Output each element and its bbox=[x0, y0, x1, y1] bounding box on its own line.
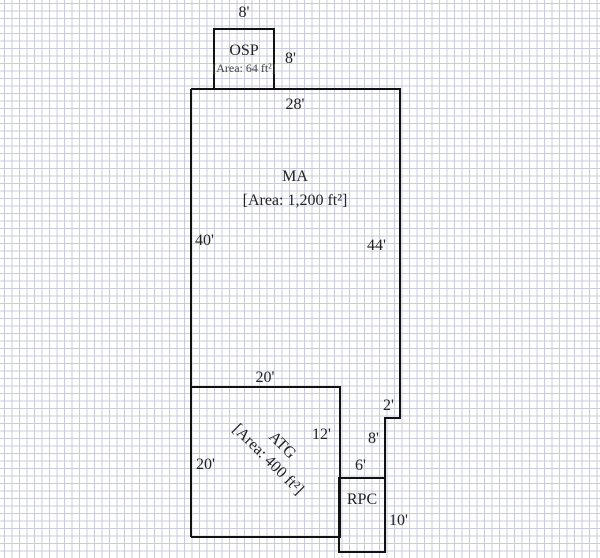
osp-outline bbox=[213, 28, 275, 90]
osp-area: [Area: 64 ft²] bbox=[212, 61, 276, 75]
osp-width-dim: 8' bbox=[239, 4, 250, 21]
ma-left-dim: 40' bbox=[195, 232, 214, 249]
atg-right-dim: 12' bbox=[312, 426, 331, 443]
ma-area: [Area: 1,200 ft²] bbox=[243, 192, 348, 209]
rpc-height-dim: 10' bbox=[389, 512, 408, 529]
rpc-label: RPC bbox=[347, 491, 377, 508]
atg-left-dim: 20' bbox=[196, 456, 215, 473]
atg-outline bbox=[191, 386, 341, 538]
rpc-outline bbox=[338, 477, 386, 553]
osp-label: OSP bbox=[229, 42, 258, 59]
ma-label: MA bbox=[282, 168, 308, 185]
ma-right-dim: 44' bbox=[367, 237, 386, 254]
ma-step-dim: 2' bbox=[383, 397, 394, 414]
ma-bottom-dim: 6' bbox=[355, 457, 366, 474]
osp-height-dim: 8' bbox=[285, 50, 296, 67]
ma-outline bbox=[190, 88, 401, 537]
atg-area: [Area: 400 ft²] bbox=[229, 421, 307, 499]
ma-notch-dim: 8' bbox=[368, 430, 379, 447]
ma-top-dim: 28' bbox=[286, 96, 305, 113]
atg-top-dim: 20' bbox=[256, 369, 275, 386]
